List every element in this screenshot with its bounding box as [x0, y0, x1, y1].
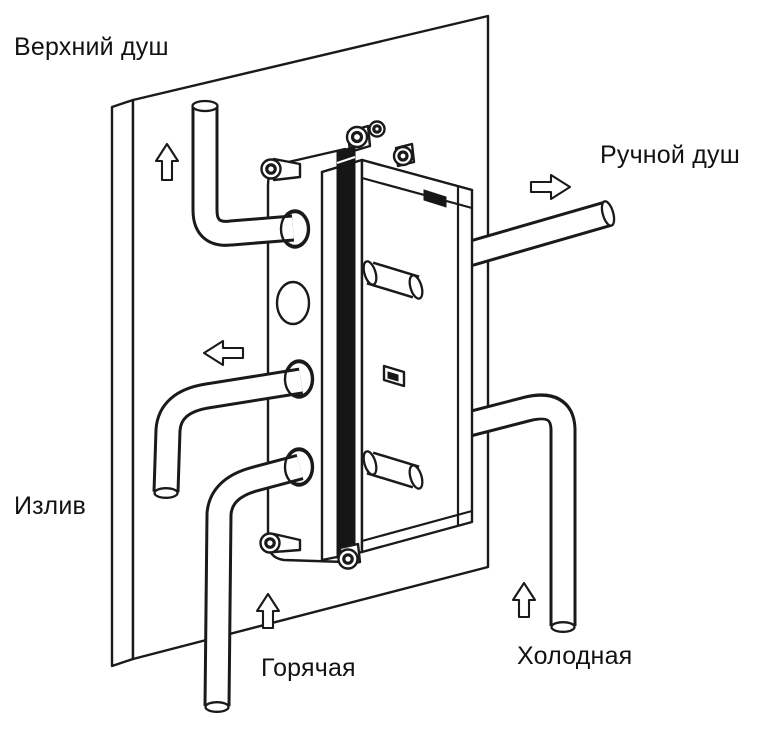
hand-shower-pipe: [461, 200, 616, 268]
label-hot-supply: Горячая: [261, 654, 356, 682]
wall-panel-edge: [110, 98, 135, 668]
valve-body: [320, 120, 474, 570]
port-collar: [283, 447, 315, 487]
arrow-up-icon: [154, 142, 180, 182]
port-collar: [283, 359, 315, 399]
mounting-lug: [259, 532, 302, 554]
label-top-shower: Верхний душ: [14, 33, 169, 61]
crossover-tube: [362, 450, 424, 490]
label-cold-supply: Холодная: [517, 642, 633, 670]
label-hand-shower: Ручной душ: [600, 141, 740, 169]
valve-front-face: [360, 158, 474, 554]
pipe-end-cap: [550, 621, 576, 633]
retaining-clip-slot: [387, 371, 399, 382]
spout-pipe: [152, 367, 304, 499]
mounting-lug: [260, 157, 302, 182]
port-collar: [279, 209, 311, 249]
retaining-clip: [423, 189, 447, 208]
cold-supply-pipe: [461, 393, 577, 633]
crossover-tube: [362, 260, 424, 300]
arrow-up-icon: [255, 592, 281, 630]
protective-strap: [336, 145, 356, 559]
cartridge-opening: [275, 280, 311, 326]
arrow-left-icon: [202, 339, 245, 367]
pipe-end-cap: [600, 200, 616, 227]
hot-supply-pipe: [203, 453, 304, 713]
flow-arrows: [154, 142, 572, 630]
arrow-up-icon: [511, 581, 537, 619]
pipe-end-cap: [204, 701, 230, 713]
label-spout: Излив: [14, 492, 86, 520]
arrow-right-icon: [529, 173, 572, 201]
pipe-end-cap: [153, 487, 179, 499]
top-shower-pipe: [191, 99, 295, 247]
pipe-end-cap: [191, 99, 219, 113]
